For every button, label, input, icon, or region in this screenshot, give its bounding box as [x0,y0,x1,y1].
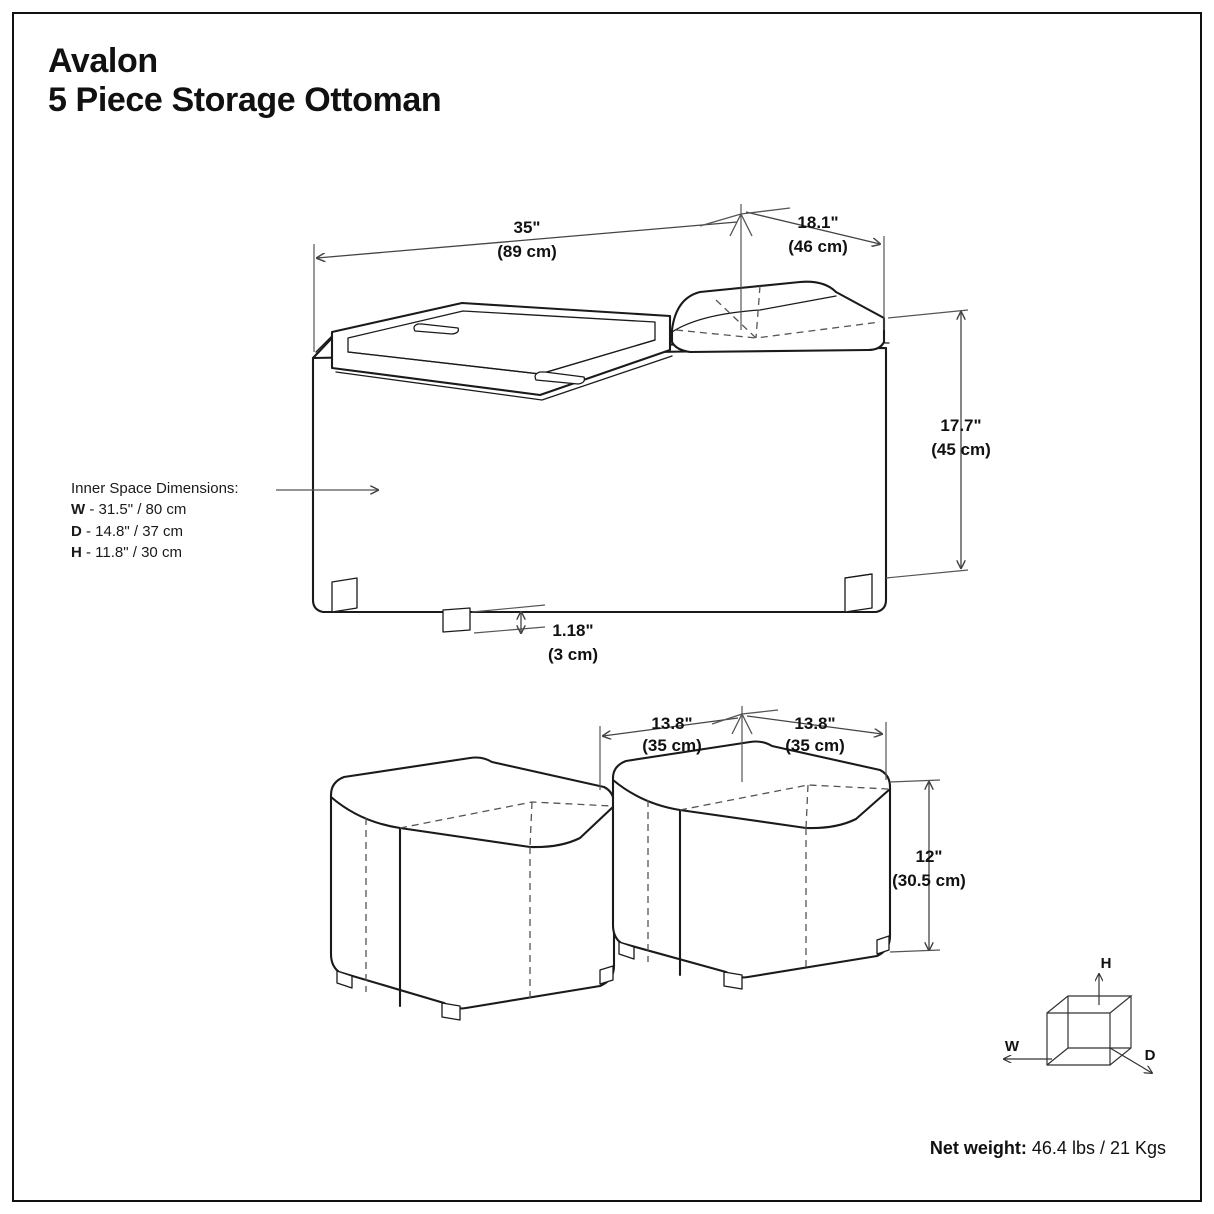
axis-legend-width-label: W [1005,1038,1020,1055]
cube-ottomans-drawing: 13.8" (35 cm) 13.8" (35 cm) 12" (30.5 cm… [329,706,966,1021]
cube-ottoman-left [329,756,616,1021]
axis-legend-depth-label: D [1145,1047,1156,1064]
bench-foot-cm: (3 cm) [548,645,598,664]
cube-left-width-cm: (35 cm) [642,736,702,755]
inner-space-heading: Inner Space Dimensions: [71,480,239,497]
bench-foot-inches: 1.18" [552,621,593,640]
axis-legend: H W D [1004,955,1156,1073]
inner-space-row-width: W - 31.5" / 80 cm [71,499,239,520]
page-title: Avalon 5 Piece Storage Ottoman [48,42,442,121]
cube-height-inches: 12" [916,847,943,866]
dimension-bench-depth: 18.1" (46 cm) [740,207,885,330]
net-weight: Net weight: 46.4 lbs / 21 Kgs [930,1138,1166,1159]
bench-depth-cm: (46 cm) [788,237,848,256]
cube-left-width-inches: 13.8" [651,714,692,733]
bench-serving-tray [330,301,673,401]
cube-ottoman-right [611,740,892,990]
inner-space-row-depth: D - 14.8" / 37 cm [71,521,239,542]
cube-right-width-cm: (35 cm) [785,736,845,755]
inner-space-value-h: - 11.8" / 30 cm [86,543,182,561]
inner-space-key-w: W [71,501,86,519]
cube-height-cm: (30.5 cm) [892,871,966,890]
inner-space-key-h: H [71,543,82,561]
inner-space-value-d: - 14.8" / 37 cm [86,522,184,540]
net-weight-value: 46.4 lbs / 21 Kgs [1031,1138,1166,1158]
bench-cushion-lid [670,280,886,354]
bench-height-inches: 17.7" [940,416,981,435]
product-name: Avalon [48,42,158,80]
cube-right-width-inches: 13.8" [794,714,835,733]
dimension-bench-width: 35" (89 cm) [313,204,753,352]
dimension-cube-right-width: 13.8" (35 cm) [741,709,887,780]
dimension-bench-foot-height: 1.18" (3 cm) [471,604,598,664]
bench-depth-inches: 18.1" [797,213,838,232]
inner-space-row-height: H - 11.8" / 30 cm [71,542,239,563]
bench-width-cm: (89 cm) [497,242,557,261]
storage-bench-drawing: 35" (89 cm) 18.1" (46 cm) 17.7" (45 cm) [276,204,991,664]
net-weight-label: Net weight: [929,1138,1027,1158]
dimension-bench-height: 17.7" (45 cm) [885,309,991,579]
dimension-cube-height: 12" (30.5 cm) [889,779,966,953]
bench-feet [331,573,873,633]
bench-width-inches: 35" [514,218,541,237]
bench-height-cm: (45 cm) [931,440,991,459]
axis-legend-height-label: H [1101,955,1112,972]
product-subtitle: 5 Piece Storage Ottoman [48,81,442,120]
inner-space-dimensions: Inner Space Dimensions: W - 31.5" / 80 c… [71,478,239,563]
inner-space-value-w: - 31.5" / 80 cm [89,501,187,519]
dimension-cube-left-width: 13.8" (35 cm) [599,706,753,790]
inner-space-key-d: D [71,522,82,540]
